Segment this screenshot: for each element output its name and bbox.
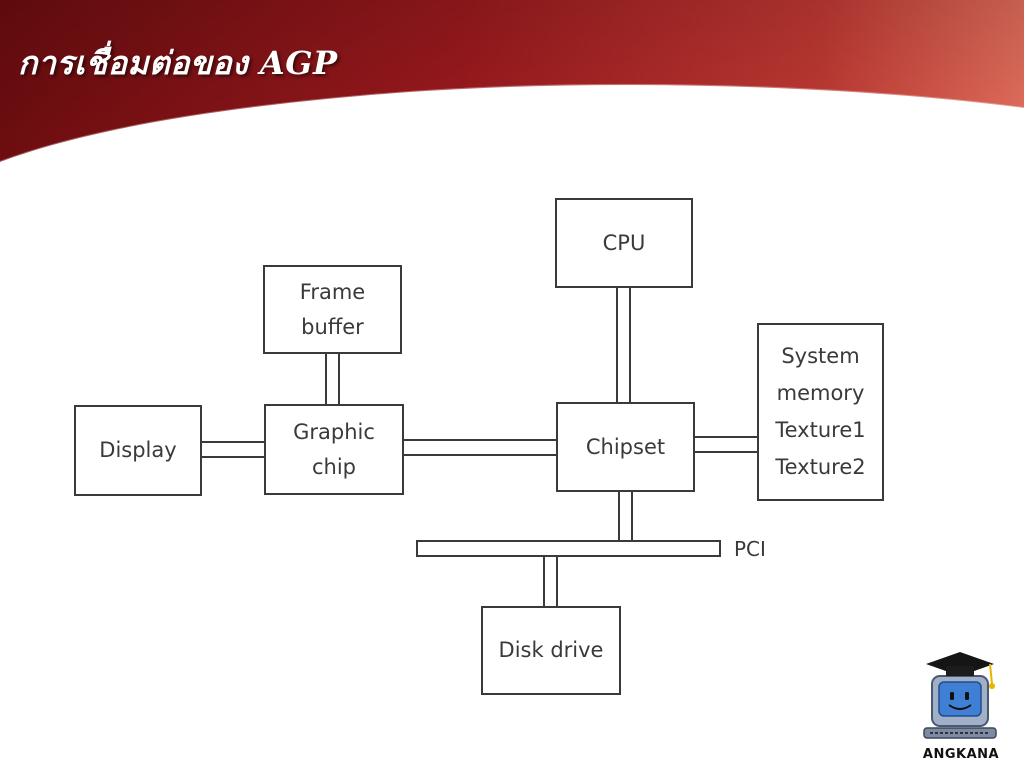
cpu-box: CPU — [555, 198, 693, 288]
texture2-label: Texture2 — [775, 454, 866, 479]
display-box: Display — [74, 405, 202, 496]
graduate-computer-icon — [923, 652, 997, 739]
chipset-box: Chipset — [556, 402, 695, 492]
pci-bus — [416, 540, 721, 557]
system-memory-label-line2: memory — [776, 381, 865, 406]
display-label: Display — [99, 438, 177, 463]
pci-bus-label: PCI — [734, 537, 766, 561]
frame-buffer-box: Frame buffer — [263, 265, 402, 354]
disk-drive-box: Disk drive — [481, 606, 621, 695]
slide-title: การเชื่อมต่อของ AGP — [18, 44, 338, 82]
system-memory-label-line1: System — [781, 344, 860, 369]
system-memory-box: System memory Texture1 Texture2 — [757, 323, 884, 501]
logo-text: ANGKANA — [922, 747, 1000, 762]
graphic-chip-label-line2: chip — [311, 454, 356, 479]
cpu-label: CPU — [602, 230, 646, 255]
graphic-chip-box: Graphic chip — [264, 404, 404, 495]
disk-drive-label: Disk drive — [498, 638, 604, 663]
frame-buffer-label-line1: Frame — [299, 280, 366, 305]
graphic-chip-label-line1: Graphic — [293, 420, 375, 445]
chipset-label: Chipset — [585, 434, 666, 459]
texture1-label: Texture1 — [775, 418, 866, 442]
frame-buffer-label-line2: buffer — [301, 314, 364, 339]
angkana-logo: ANGKANA — [902, 650, 1020, 764]
header-band — [0, 0, 1024, 163]
